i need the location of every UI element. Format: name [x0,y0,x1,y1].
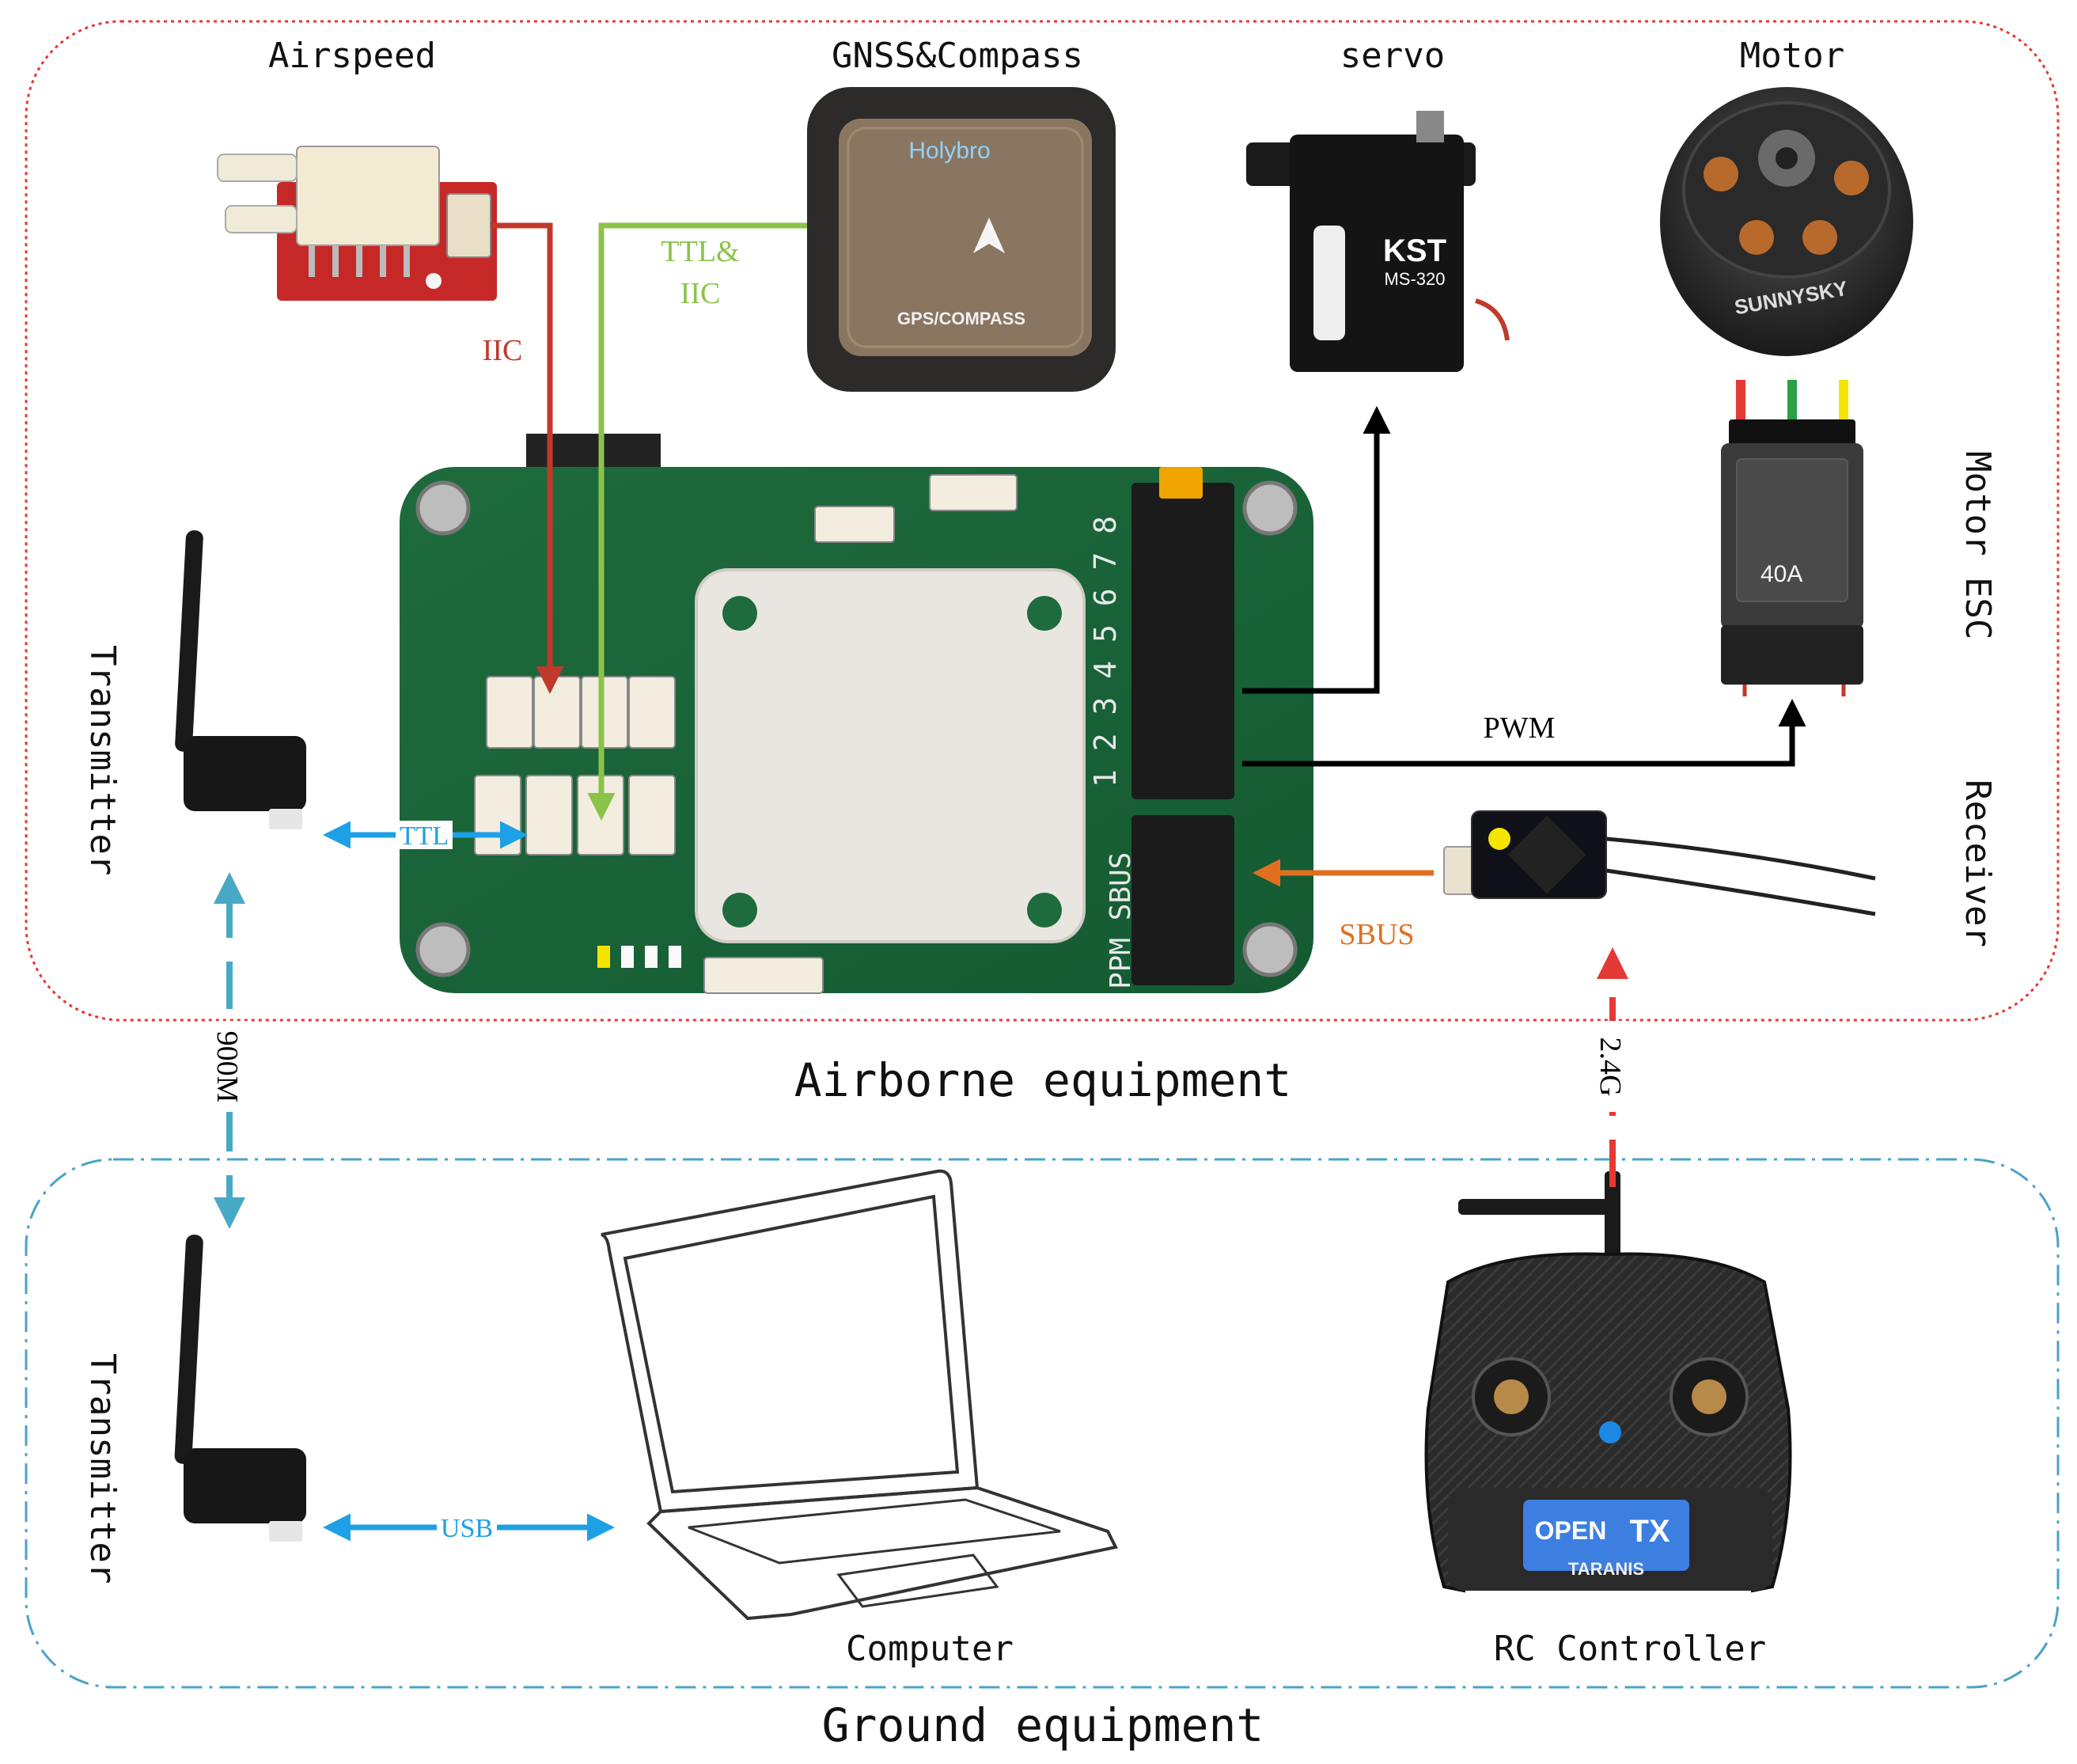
rf-900-label: 900M [210,1031,244,1103]
ttl-label: TTL [400,821,449,851]
laptop-computer [601,1169,1118,1621]
gnss-label: GNSS&Compass [832,36,1083,76]
transmitter-top-label: Transmitter [82,645,123,875]
esc-rating-text: 40A [1761,561,1802,587]
transmitter-top-device [175,530,306,829]
servo-pwm-link [1242,406,1391,694]
flight-controller-board: 1 2 3 4 5 6 7 8 PPM SBUS [400,434,1313,994]
motor-pwm-link [1242,699,1806,767]
servo-label: servo [1340,36,1445,76]
iic-link [491,222,564,694]
receiver-label: Receiver [1958,780,1998,947]
motor-device: SUNNYSKY [1660,87,1913,427]
gnss-brand-text: Holybro [908,138,990,164]
rc-controller: OPEN TX TARANIS [1424,1171,1792,1593]
rc-screen-tx: TX [1629,1514,1670,1549]
rc-brand-text: TARANIS [1568,1559,1644,1579]
transmitter-bottom-device [174,1235,306,1542]
sbus-label: SBUS [1339,918,1414,951]
airspeed-sensor [217,146,497,301]
usb-label: USB [441,1514,493,1543]
airborne-region [25,20,2060,1022]
servo-brand-text: KST [1383,233,1446,268]
computer-label: Computer [846,1629,1014,1669]
gnss-sub-text: GPS/COMPASS [897,309,1025,328]
board-pin-numbers: 1 2 3 4 5 6 7 8 [1088,516,1123,787]
rf-24-label: 2.4G [1594,1038,1627,1097]
airborne-equipment-title: Airborne equipment [794,1053,1292,1107]
ttl-iic-label-line1: TTL& [661,235,739,268]
gnss-compass-module: Holybro GPS/COMPASS [807,87,1116,392]
motor-esc-label: Motor ESC [1958,451,1998,639]
receiver-device [1443,810,1876,916]
pwm-label: PWM [1484,711,1556,745]
airspeed-label: Airspeed [268,36,436,76]
servo-model-text: MS-320 [1384,269,1445,289]
ttl-iic-link [587,222,807,821]
iic-label: IIC [483,334,523,367]
rc-controller-label: RC Controller [1494,1629,1766,1669]
ground-equipment-title: Ground equipment [822,1698,1264,1752]
motor-label: Motor [1740,36,1844,76]
board-port-text: PPM SBUS [1105,852,1137,989]
motor-esc-device: 40A [1721,419,1863,696]
rc-screen-open: OPEN [1535,1516,1607,1545]
transmitter-bottom-label: Transmitter [82,1353,123,1584]
servo-device: KST MS-320 [1246,111,1510,372]
ttl-iic-label-line2: IIC [680,277,721,310]
ground-region [25,1158,2060,1689]
